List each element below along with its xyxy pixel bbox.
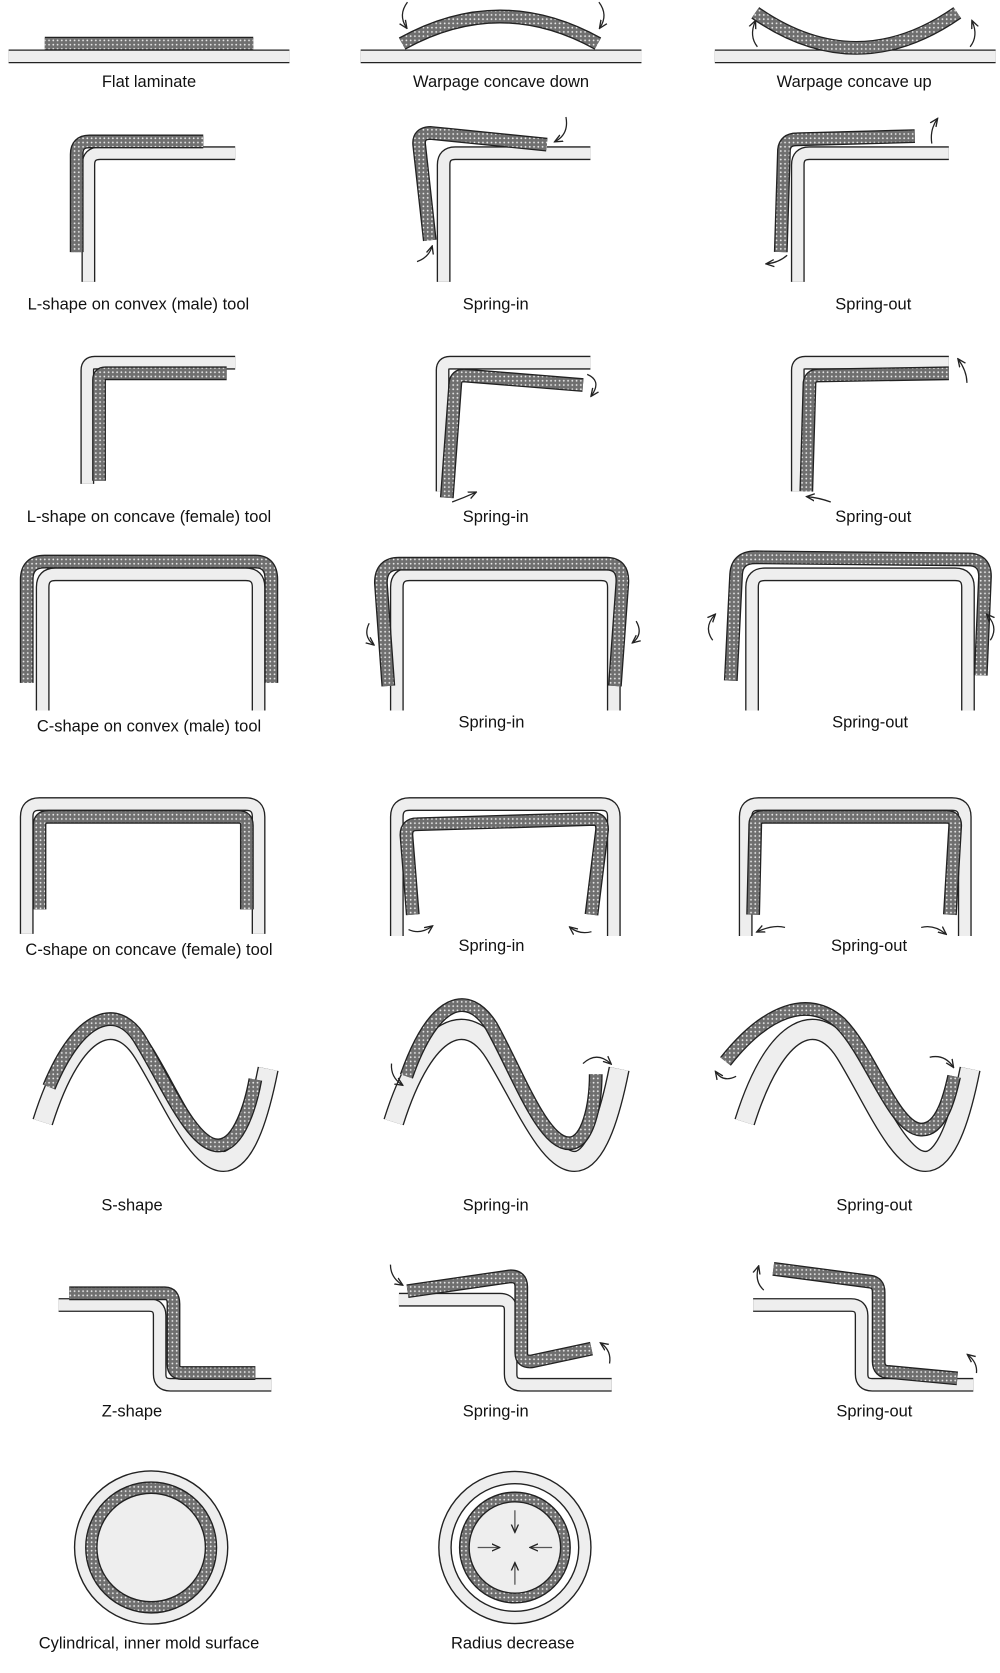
c-concave-spring-out-figure: Spring-out [738,797,972,955]
label-l-convex-spring-out: Spring-out [835,295,911,313]
warpage-concave-up-figure: Warpage concave up [714,7,996,91]
c-concave-spring-in-figure: Spring-in [389,797,621,955]
cylindrical-figure: Cylindrical, inner mold surface [39,1470,260,1653]
l-shape-convex-figure: L-shape on convex (male) tool [28,134,250,313]
curved-arrow-icon [767,254,788,264]
label-c-concave: C-shape on concave (female) tool [25,941,272,959]
curved-arrow-icon [708,615,714,641]
curved-arrow-icon [582,1057,611,1063]
label-flat-laminate: Flat laminate [102,73,196,91]
label-l-concave: L-shape on concave (female) tool [27,508,271,526]
curved-arrow-icon [931,119,937,144]
curved-arrow-icon [451,492,475,503]
curved-arrow-icon [807,497,831,503]
curved-arrow-icon [390,1063,402,1085]
label-l-convex-spring-in: Spring-in [463,295,529,313]
z-spring-out-figure: Spring-out [753,1261,978,1421]
curved-arrow-icon [929,1055,953,1067]
curved-arrow-icon [968,1355,978,1374]
curved-arrow-icon [570,927,592,932]
s-spring-in-figure: Spring-in [383,998,630,1214]
label-radius-decrease: Radius decrease [451,1635,575,1653]
label-c-concave-spring-out: Spring-out [831,937,907,955]
label-l-convex: L-shape on convex (male) tool [28,295,250,313]
curved-arrow-icon [757,926,786,931]
warpage-concave-down-figure: Warpage concave down [360,1,642,91]
radius-decrease-figure: Radius decrease [438,1470,592,1653]
curved-arrow-icon [555,116,568,141]
l-shape-concave-figure: L-shape on concave (female) tool [27,355,271,526]
label-l-concave-spring-in: Spring-in [463,508,529,526]
curved-arrow-icon [716,1072,737,1079]
label-l-concave-spring-out: Spring-out [835,508,911,526]
curved-arrow-icon [969,21,975,48]
curved-arrow-icon [586,373,596,395]
curved-arrow-icon [408,926,432,931]
curved-arrow-icon [367,622,374,644]
label-cylindrical: Cylindrical, inner mold surface [39,1635,260,1653]
l-convex-spring-in-figure: Spring-in [412,116,591,313]
label-z-spring-in: Spring-in [463,1403,529,1421]
curved-arrow-icon [757,1267,765,1291]
s-shape-figure: S-shape [32,1012,279,1214]
c-shape-convex-figure: C-shape on convex (male) tool [19,554,279,736]
curved-arrow-icon [987,615,994,641]
label-s-shape: S-shape [101,1196,162,1214]
curved-arrow-icon [753,21,758,48]
label-z-shape: Z-shape [102,1403,162,1421]
l-concave-spring-out-figure: Spring-out [790,355,968,526]
s-spring-out-figure: Spring-out [716,1002,981,1214]
label-warpage-down: Warpage concave down [413,73,589,91]
label-c-concave-spring-in: Spring-in [459,937,525,955]
curved-arrow-icon [601,1343,611,1364]
curved-arrow-icon [633,620,639,642]
label-warpage-up: Warpage concave up [777,73,932,91]
c-shape-concave-figure: C-shape on concave (female) tool [19,797,273,959]
curved-arrow-icon [402,1,408,28]
l-concave-spring-in-figure: Spring-in [435,355,596,526]
label-c-convex-spring-out: Spring-out [832,713,908,731]
curved-arrow-icon [921,926,945,934]
label-s-spring-out: Spring-out [836,1196,912,1214]
z-shape-figure: Z-shape [58,1286,272,1421]
flat-laminate-figure: Flat laminate [8,36,290,91]
z-spring-in-figure: Spring-in [389,1264,612,1421]
label-c-convex-spring-in: Spring-in [459,713,525,731]
curved-arrow-icon [598,1,604,28]
c-convex-spring-in-figure: Spring-in [367,556,639,731]
curved-arrow-icon [389,1264,402,1285]
label-c-convex: C-shape on convex (male) tool [37,718,261,736]
label-s-spring-in: Spring-in [463,1196,529,1214]
label-z-spring-out: Spring-out [836,1403,912,1421]
curved-arrow-icon [416,247,432,263]
l-convex-spring-out-figure: Spring-out [767,119,949,313]
c-convex-spring-out-figure: Spring-out [708,550,994,731]
curved-arrow-icon [958,359,968,383]
